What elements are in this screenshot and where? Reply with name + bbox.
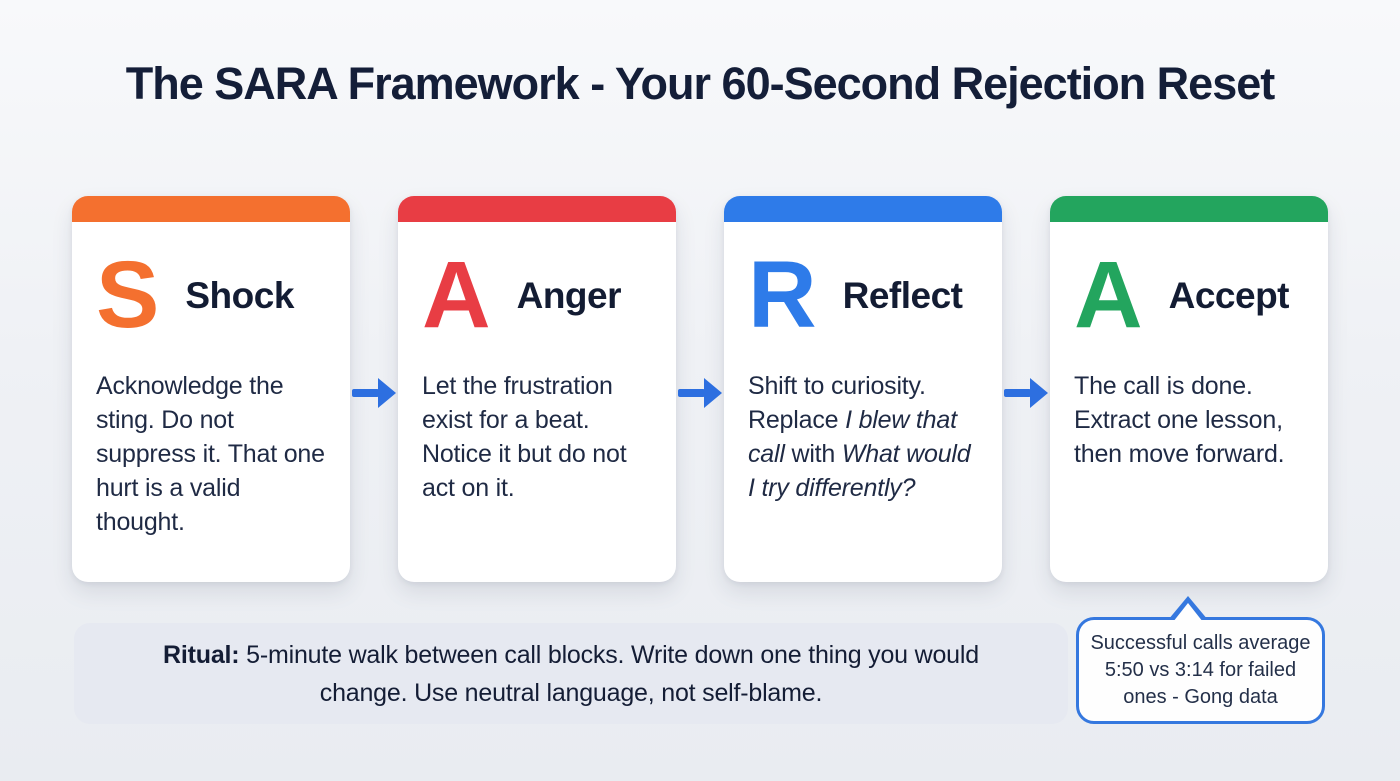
card-content: R Reflect Shift to curiosity. Replace I … xyxy=(724,222,1002,505)
step-letter: A xyxy=(422,242,491,348)
card-shock: S Shock Acknowledge the sting. Do not su… xyxy=(72,196,350,582)
arrow-shaft xyxy=(678,389,705,397)
step-letter: R xyxy=(748,242,817,348)
step-heading: Anger xyxy=(516,274,622,316)
arrow-head xyxy=(378,378,396,408)
ritual-text: Ritual: 5-minute walk between call block… xyxy=(146,636,996,712)
arrow-slot xyxy=(1002,378,1050,408)
step-description: Let the frustration exist for a beat. No… xyxy=(422,372,627,502)
arrow-right-icon xyxy=(678,378,722,408)
card-head: A Accept xyxy=(1074,248,1306,343)
step-description: The call is done. Extract one lesson, th… xyxy=(1074,372,1285,468)
card-accept: A Accept The call is done. Extract one l… xyxy=(1050,196,1328,582)
page-title: The SARA Framework - Your 60-Second Reje… xyxy=(125,58,1275,109)
card-accent-bar xyxy=(1050,196,1328,222)
arrow-slot xyxy=(676,378,724,408)
callout-pointer-fill xyxy=(1173,603,1203,622)
callout-gong-data: Successful calls average 5:50 vs 3:14 fo… xyxy=(1076,596,1328,724)
card-head: A Anger xyxy=(422,248,654,343)
arrow-shaft xyxy=(1004,389,1031,397)
card-accent-bar xyxy=(72,196,350,222)
ritual-banner: Ritual: 5-minute walk between call block… xyxy=(74,623,1068,724)
card-accent-bar xyxy=(724,196,1002,222)
card-anger: A Anger Let the frustration exist for a … xyxy=(398,196,676,582)
card-content: A Accept The call is done. Extract one l… xyxy=(1050,222,1328,471)
card-content: A Anger Let the frustration exist for a … xyxy=(398,222,676,505)
card-content: S Shock Acknowledge the sting. Do not su… xyxy=(72,222,350,539)
card-accent-bar xyxy=(398,196,676,222)
step-heading: Accept xyxy=(1168,274,1290,316)
arrow-shaft xyxy=(352,389,379,397)
callout-text: Successful calls average 5:50 vs 3:14 fo… xyxy=(1090,632,1311,708)
arrow-slot xyxy=(350,378,398,408)
step-heading: Shock xyxy=(185,274,294,316)
step-description: Shift to curiosity. Replace I blew that … xyxy=(748,372,971,502)
card-reflect: R Reflect Shift to curiosity. Replace I … xyxy=(724,196,1002,582)
ritual-body: 5-minute walk between call blocks. Write… xyxy=(239,640,979,707)
step-heading: Reflect xyxy=(842,274,963,316)
ritual-label: Ritual: xyxy=(163,640,240,669)
card-head: S Shock xyxy=(96,248,328,343)
step-description: Acknowledge the sting. Do not suppress i… xyxy=(96,372,325,536)
step-letter: S xyxy=(96,242,160,348)
sara-steps-row: S Shock Acknowledge the sting. Do not su… xyxy=(72,196,1328,582)
arrow-right-icon xyxy=(1004,378,1048,408)
callout-bubble: Successful calls average 5:50 vs 3:14 fo… xyxy=(1076,617,1325,724)
arrow-head xyxy=(1030,378,1048,408)
arrow-right-icon xyxy=(352,378,396,408)
step-letter: A xyxy=(1074,242,1143,348)
card-head: R Reflect xyxy=(748,248,980,343)
arrow-head xyxy=(704,378,722,408)
